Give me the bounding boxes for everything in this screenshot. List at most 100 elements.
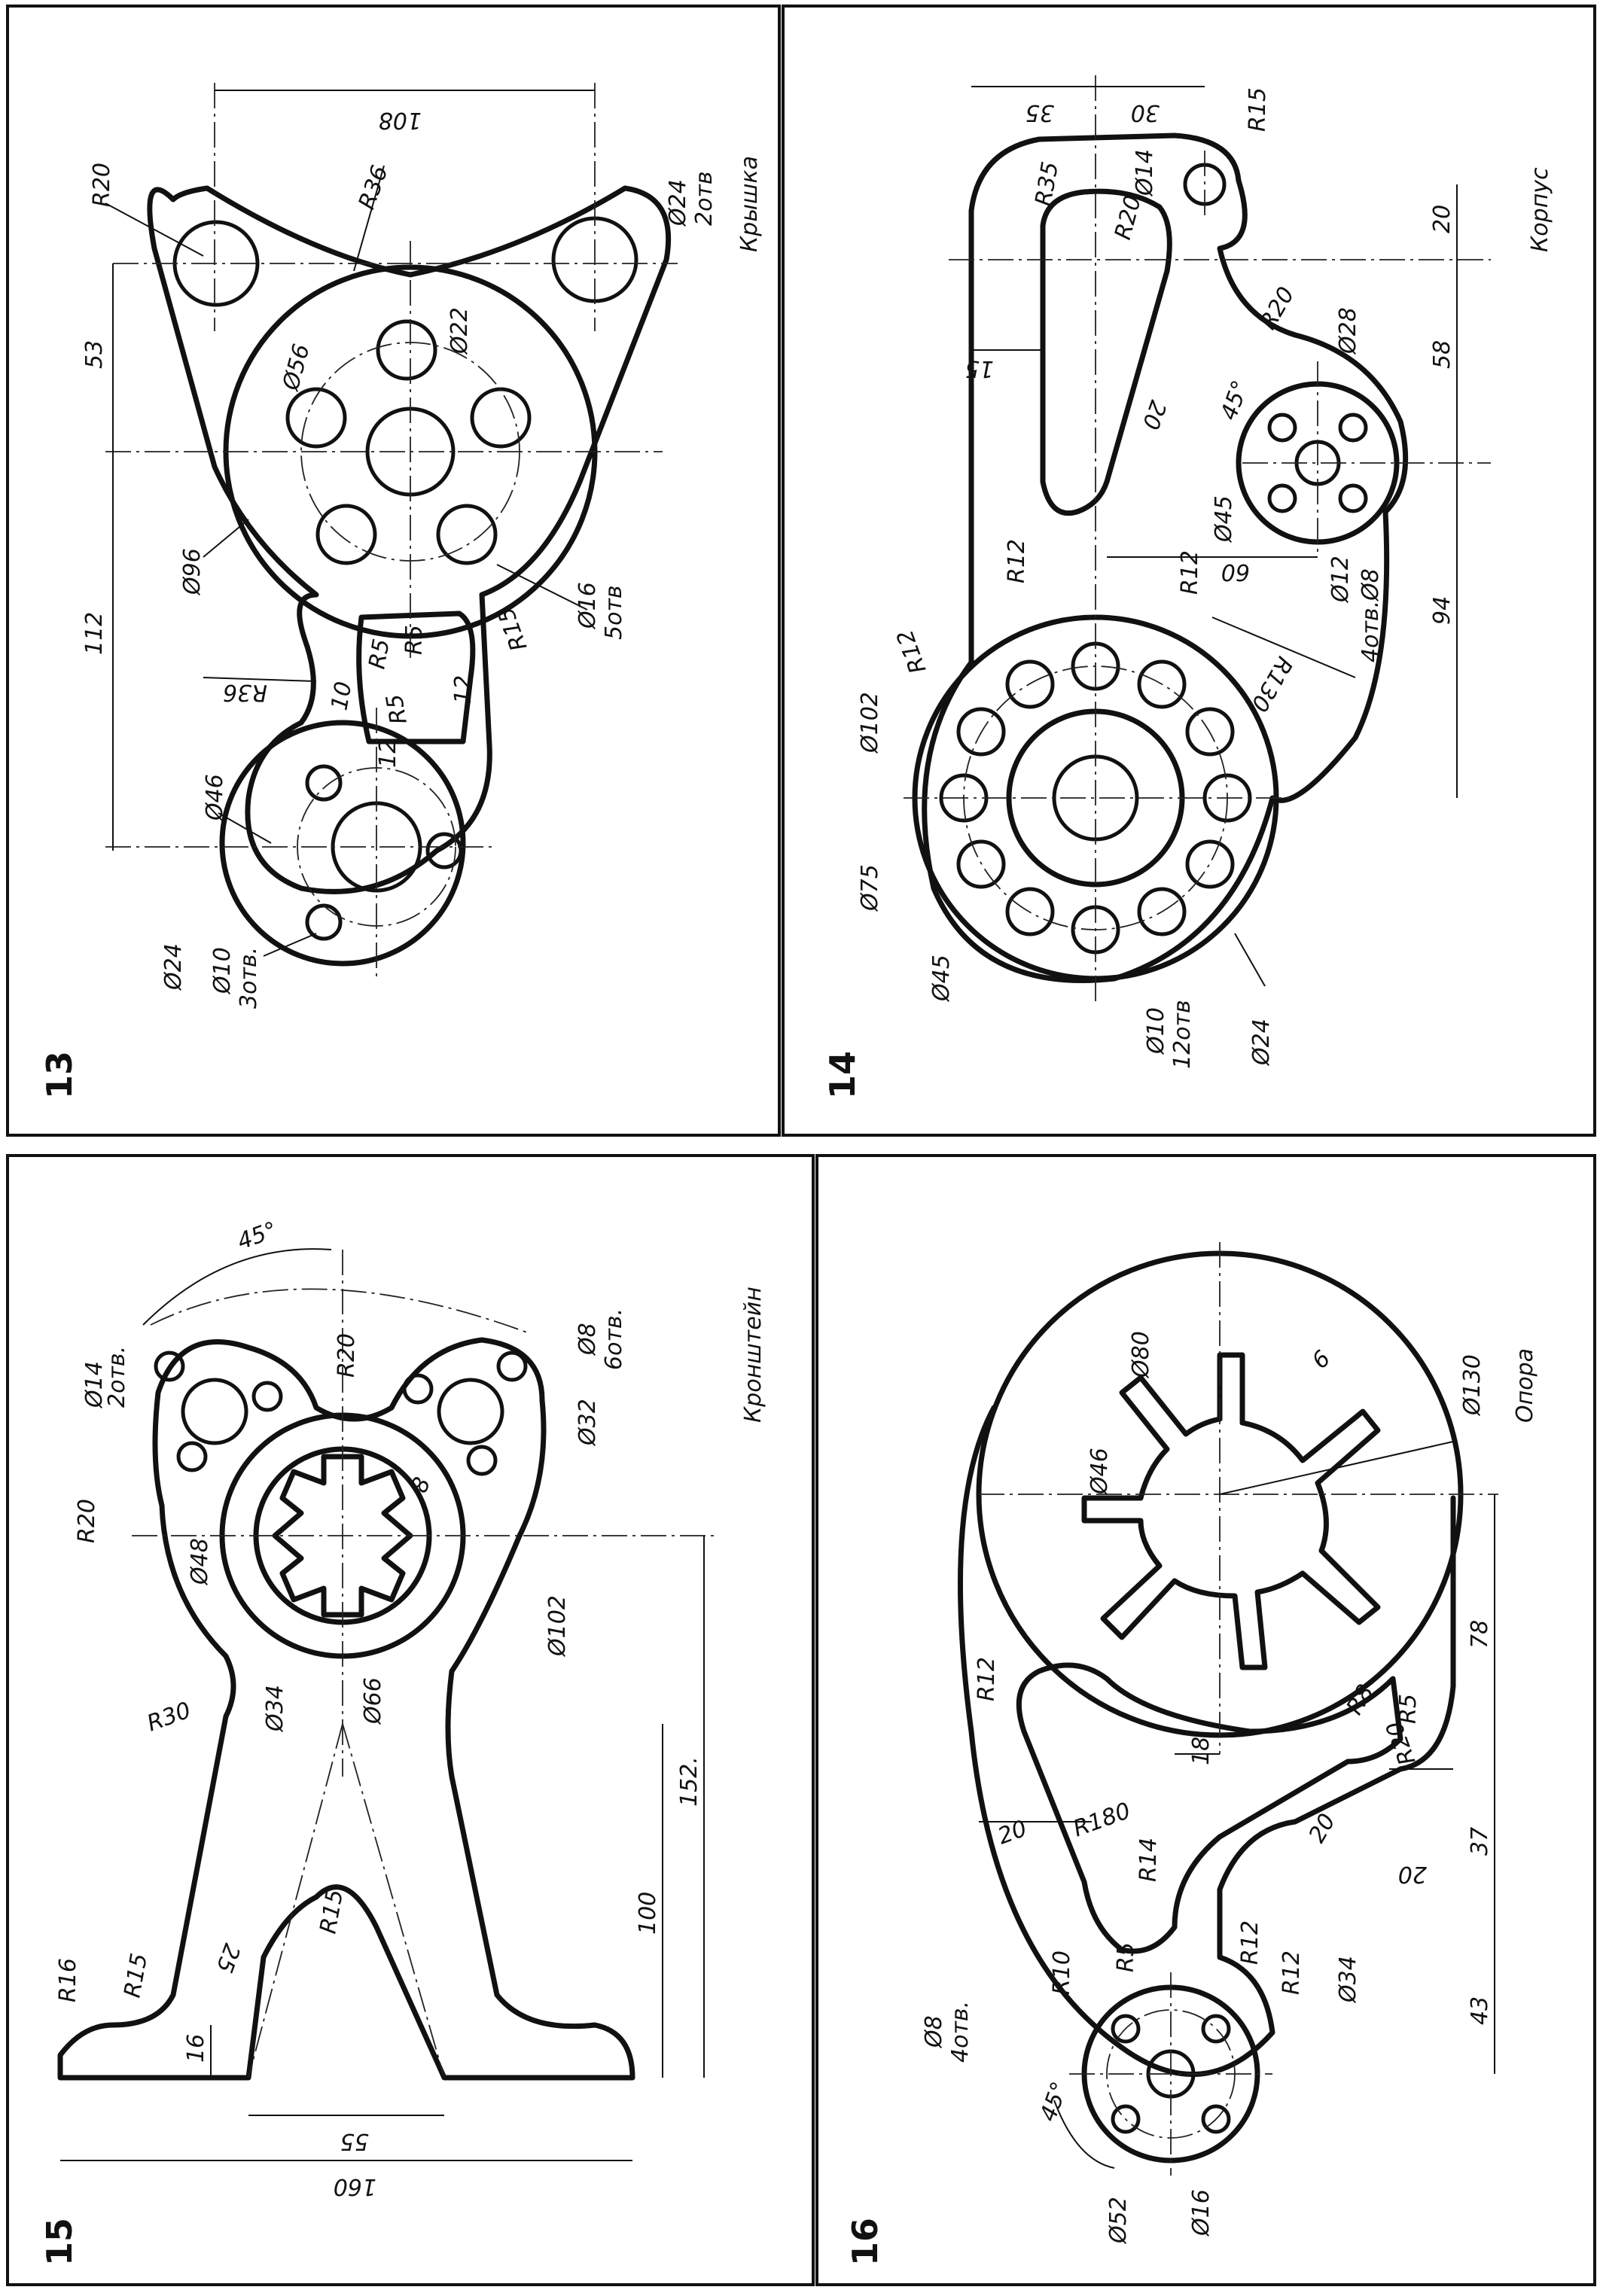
panel-15: 15 Кронштейн 45° Ø14 2отв. R20 Ø8 6отв. xyxy=(6,1154,815,2286)
dim-text: R20 xyxy=(334,1333,360,1378)
dim-text: R180 xyxy=(1070,1798,1134,1843)
dim-text: 6отв. xyxy=(601,1308,627,1370)
dim-text: 5отв xyxy=(601,585,627,640)
panel-14-title: Корпус xyxy=(1527,167,1553,252)
panel-13-lower-pcd-hole xyxy=(305,903,343,941)
panel-16: 16 Опора Ø80 6 Ø130 Ø46 R12 78 R8 R5 xyxy=(815,1154,1596,2286)
dim-text: 20 xyxy=(995,1816,1031,1850)
dim-text: Ø10 xyxy=(1143,1007,1169,1055)
dim-text: Ø56 xyxy=(277,341,315,394)
panel-15-ear-hole-left xyxy=(181,1378,248,1445)
dim-text: Ø45 xyxy=(1211,495,1237,544)
dim-text: 12отв xyxy=(1169,1000,1196,1069)
dim-text: R20 xyxy=(1381,1718,1421,1768)
panel-13-pcd-hole xyxy=(315,504,377,565)
dim-text: 18 xyxy=(1188,1737,1214,1765)
dim-text: R15 xyxy=(119,1951,153,1999)
dim-text: R16 xyxy=(55,1958,81,2002)
panel-13: 13 Крышка xyxy=(6,5,781,1137)
dim-text: 78 xyxy=(1467,1620,1493,1649)
dim-text: Ø46 xyxy=(1086,1448,1113,1496)
dim-text: R5 xyxy=(381,692,412,726)
dim-text: Ø24 xyxy=(665,179,691,227)
dim-text: Ø24 xyxy=(160,943,187,991)
panel-16-star-opening xyxy=(1081,1352,1381,1670)
panel-13-pcd-hole xyxy=(285,387,347,449)
panel-15-outline xyxy=(57,1337,635,2081)
dim-text: Ø14 xyxy=(81,1361,108,1409)
dim-text: 45° xyxy=(1216,377,1254,424)
panel-14-outline xyxy=(922,132,1409,983)
panel-13-number: 13 xyxy=(39,1051,80,1099)
dim-text: Ø96 xyxy=(179,548,206,596)
dim-text: 2отв xyxy=(691,171,718,226)
dim-text: 2отв. xyxy=(104,1346,130,1408)
dim-text: Ø102 xyxy=(857,692,883,754)
dim-text: 43 xyxy=(1467,1996,1493,2025)
dim-text: Ø22 xyxy=(446,307,473,355)
dim-text: Ø16 xyxy=(1188,2189,1214,2237)
dim-text: R20 xyxy=(1110,193,1147,242)
dim-text: R12 xyxy=(1177,550,1203,595)
dim-text: 45° xyxy=(234,1217,281,1255)
dim-text: Ø34 xyxy=(262,1685,288,1733)
panel-13-slot xyxy=(356,611,476,745)
panel-13-outline xyxy=(147,185,672,894)
dim-text: R12 xyxy=(1278,1950,1305,1995)
dim-text: R36 xyxy=(354,162,394,212)
dim-text: Ø8 xyxy=(574,1323,601,1357)
dim-text: 3отв. xyxy=(236,947,262,1009)
dim-text: R12 xyxy=(1237,1920,1263,1965)
dim-text: Ø34 xyxy=(1335,1956,1361,2004)
dim-text: 8 xyxy=(407,1474,436,1497)
dim-text: R30 xyxy=(144,1697,194,1737)
panel-16-frame xyxy=(815,1154,1596,2286)
dim-text: 58 xyxy=(1429,340,1455,369)
panel-13-pcd-hole xyxy=(436,504,498,565)
panel-13-lower-boss xyxy=(219,720,466,967)
dim-text: Ø32 xyxy=(574,1399,601,1447)
dim-text: R12 xyxy=(974,1657,1000,1701)
dim-text: Ø75 xyxy=(857,864,883,912)
dim-text: 53 xyxy=(81,340,108,369)
dim-text: 12 xyxy=(450,675,477,704)
dim-text: R12 xyxy=(1004,539,1030,583)
dim-text: 94 xyxy=(1429,596,1455,625)
dim-text: R12 xyxy=(891,626,931,677)
dim-text: Ø28 xyxy=(1335,307,1361,355)
dim-text: Ø10 xyxy=(209,947,236,995)
dim-text: 12 xyxy=(375,739,401,768)
dim-text: 30 xyxy=(1131,99,1160,126)
panel-16-title: Опора xyxy=(1512,1348,1538,1423)
dim-text: 108 xyxy=(379,107,422,133)
dim-text: Ø24 xyxy=(1248,1019,1275,1067)
dim-text: 4отв. xyxy=(947,2001,974,2063)
dim-text: Ø130 xyxy=(1459,1354,1486,1417)
dim-text: Ø52 xyxy=(1105,2197,1132,2245)
panel-15-frame xyxy=(6,1154,815,2286)
dim-text: R5 xyxy=(1113,1942,1139,1972)
dim-text: R5 xyxy=(1395,1694,1422,1724)
dim-text: 20 xyxy=(1136,397,1171,433)
panel-14: 14 Корпус xyxy=(782,5,1596,1137)
dim-text: R20 xyxy=(1255,282,1300,334)
panel-13-lower-pcd-hole xyxy=(305,764,343,802)
panel-13-pcd-hole xyxy=(376,319,437,381)
dim-text: 60 xyxy=(1221,559,1250,585)
dim-text: 20 xyxy=(1429,205,1455,233)
dim-text: 152. xyxy=(676,1756,702,1807)
dim-text: 20 xyxy=(1398,1861,1427,1887)
dim-text: R36 xyxy=(223,679,267,705)
dim-text: R14 xyxy=(1135,1838,1162,1882)
panel-13-pcd-hole xyxy=(470,387,532,449)
panel-15-title: Кронштейн xyxy=(740,1287,766,1423)
dim-text: R20 xyxy=(74,1499,100,1543)
panel-13-frame xyxy=(6,5,781,1137)
dim-text: R5 xyxy=(364,637,395,671)
dim-text: Ø102 xyxy=(544,1595,571,1658)
dim-text: R10 xyxy=(1049,1950,1075,1995)
dim-text: R15 xyxy=(1245,87,1271,132)
dim-text: Ø16 xyxy=(574,582,601,630)
dim-text: Ø8 xyxy=(921,2015,947,2049)
